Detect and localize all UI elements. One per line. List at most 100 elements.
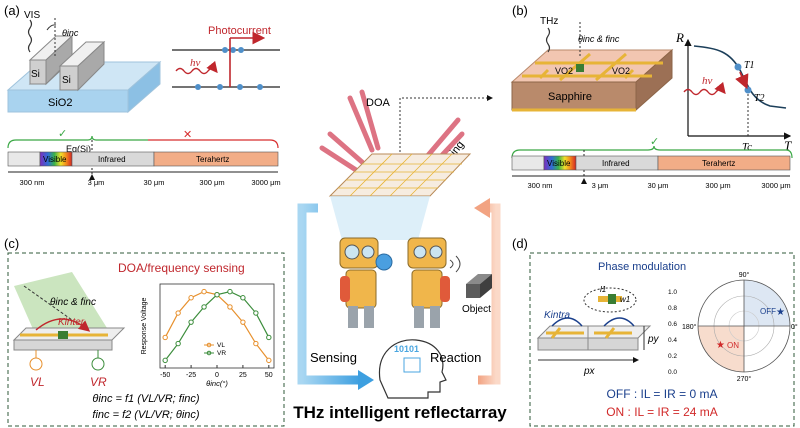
chart-point-vl — [227, 304, 233, 310]
chart-point-vr — [253, 310, 259, 316]
theta-inc-label: θinc — [62, 28, 79, 38]
tick-b-1: 3 μm — [592, 181, 609, 190]
off-current-line: OFF : IL = IR = 0 mA — [607, 387, 718, 401]
chart-xlabel: θinc(°) — [206, 379, 228, 388]
tick-b-3: 300 μm — [705, 181, 730, 190]
vo2-left-label: VO2 — [555, 66, 573, 76]
hv-wave-a — [175, 60, 218, 75]
on-star-icon: ★ — [716, 340, 725, 351]
tick-b-4: 3000 μm — [761, 181, 790, 190]
tick-b-0: 300 nm — [527, 181, 552, 190]
panel-d: (d) Phase modulation Kintra l1 w1 px py — [512, 236, 798, 427]
polar-r-0.0: 0.0 — [668, 369, 677, 376]
theta-f-label-b: θinc & finc — [578, 34, 620, 44]
chart-xtick-label: -25 — [186, 372, 196, 379]
panel-d-label: (d) — [512, 236, 528, 251]
panel-c: (c) DOA/frequency sensing θinc & finc Ki… — [4, 236, 285, 427]
py-label: py — [647, 334, 660, 345]
substrate-sapphire: Sapphire — [548, 91, 592, 103]
chart-point-vl — [201, 288, 207, 295]
panel-a-label: (a) — [4, 3, 20, 18]
tc-label: Tc — [742, 141, 752, 153]
chart-point-vl — [162, 334, 168, 341]
chart-legend: VL VR — [204, 342, 226, 357]
vr-label: VR — [90, 375, 107, 389]
chart-xtick-label: -50 — [160, 372, 170, 379]
photocurrent-label: Photocurrent — [208, 25, 271, 37]
panel-b-label: (b) — [512, 3, 528, 18]
chart-point-vr — [214, 291, 220, 298]
chart-point-vr — [266, 334, 272, 341]
center-illustration: DOA Beamforming — [293, 89, 507, 422]
chart-point-vr — [201, 304, 207, 310]
chart-point-vr — [162, 357, 168, 364]
si-block-left: Si — [28, 34, 76, 86]
polar-on-label: ON — [727, 341, 739, 350]
tick-a-3: 300 μm — [199, 178, 224, 187]
panel-c-title: DOA/frequency sensing — [118, 261, 245, 275]
tick-a-0: 300 nm — [19, 178, 44, 187]
theta-f-label-c: θinc & finc — [50, 297, 96, 308]
chart-point-vr — [240, 295, 246, 301]
sensing-label: Sensing — [310, 350, 357, 365]
band-terahertz-a: Terahertz — [196, 155, 229, 164]
polar-r-0.6: 0.6 — [668, 321, 677, 328]
polar-270: 270° — [737, 375, 752, 383]
chart-point-vr — [188, 319, 194, 325]
polar-0: 0° — [791, 323, 798, 331]
equation-1: θinc = f1 (VL/VR; finc) — [92, 393, 199, 405]
vis-label: VIS — [24, 10, 40, 21]
si-block-right: Si — [58, 40, 106, 92]
polar-off-label: OFF — [760, 307, 776, 316]
si-right-label: Si — [62, 75, 71, 86]
panel-b: (b) Sapphire VO2 VO2 THz θinc & finc R T — [510, 3, 793, 190]
reaction-label: Reaction — [430, 350, 481, 365]
t1-label: T1 — [744, 60, 755, 71]
object-label: Object — [462, 304, 491, 315]
band-terahertz-b: Terahertz — [702, 159, 735, 168]
chart-xtick-label: 0 — [215, 372, 219, 379]
center-title: THz intelligent reflectarray — [293, 403, 507, 422]
chart-ylabel: Response Voltage — [141, 297, 148, 354]
hv-label-b: hv — [702, 75, 713, 87]
binary-label: 10101 — [394, 344, 419, 354]
tick-b-2: 30 μm — [648, 181, 669, 190]
hv-label-a: hv — [190, 57, 201, 69]
polar-180: 180° — [682, 323, 697, 331]
polar-r-0.8: 0.8 — [668, 305, 677, 312]
chart-point-vr — [175, 340, 181, 347]
kintra-label: Kintra — [544, 310, 571, 321]
legend-vr: VR — [217, 350, 226, 357]
spectrum-bar-b: Visible Infrared Terahertz 300 nm 3 μm 3… — [511, 155, 791, 190]
t2-label: T2 — [754, 93, 765, 104]
chart-point-vl — [266, 357, 272, 364]
legend-vl: VL — [217, 342, 225, 349]
l1-label: l1 — [600, 285, 606, 294]
band-visible-a: Visible — [43, 155, 67, 164]
check-b: ✓ — [650, 136, 659, 148]
chart-point-vl — [175, 310, 181, 316]
brain-head-icon: 10101 — [378, 339, 447, 399]
tick-a-4: 3000 μm — [251, 178, 280, 187]
tick-a-1: 3 μm — [88, 178, 105, 187]
panel-a: (a) SiO2 Si Si VIS θinc — [4, 3, 281, 187]
polar-r-1.0: 1.0 — [668, 289, 677, 296]
robot-right — [407, 237, 461, 328]
object-block: Object — [462, 274, 492, 315]
polar-90: 90° — [739, 271, 750, 279]
reaction-loop-arrow — [478, 203, 501, 385]
eg-label: Eg(Si) — [66, 144, 91, 154]
cross-a: ✕ — [183, 129, 192, 141]
chart-point-vl — [253, 340, 259, 347]
equation-2: finc = f2 (VL/VR; θinc) — [92, 409, 199, 421]
substrate-sio2: SiO2 — [48, 97, 72, 109]
sensing-loop-arrow — [297, 203, 360, 385]
spectrum-bar-a: Visible Infrared Terahertz 300 nm 3 μm 3… — [7, 151, 281, 187]
rt-curve — [693, 45, 787, 109]
robot-left — [339, 237, 393, 328]
si-left-label: Si — [31, 69, 40, 80]
panel-c-label: (c) — [4, 236, 19, 251]
